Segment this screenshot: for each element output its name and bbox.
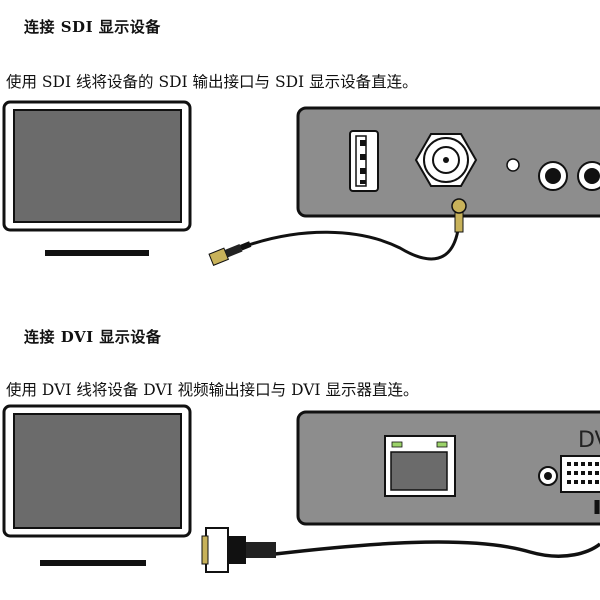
ethernet-port-icon (384, 435, 456, 497)
dvi-section-heading: 连接 DVI 显示设备 (24, 328, 162, 346)
round-port-icon (538, 161, 568, 191)
status-led-icon (506, 158, 520, 172)
sdi-bnc-cable (208, 198, 467, 266)
bnc-plug-device-end-icon (451, 198, 467, 233)
dvi-connection-diagram: DV (2, 404, 600, 573)
dvi-monitor-stand (40, 560, 146, 566)
dvi-cable (201, 500, 600, 573)
sdi-bnc-port-icon (414, 133, 478, 187)
dvi-port-icon (560, 455, 600, 493)
sdi-monitor-illustration (2, 100, 192, 256)
sdi-monitor-stand (45, 250, 149, 256)
round-port-icon (577, 161, 600, 191)
usb-port-icon (349, 130, 379, 192)
dvi-plug-icon (201, 527, 276, 573)
screw-icon (538, 466, 558, 486)
dvi-monitor-illustration (2, 404, 192, 566)
bnc-plug-monitor-end-icon (208, 241, 252, 266)
dvi-panel-label: DV (578, 428, 600, 453)
dvi-instruction-text: 使用 DVI 线将设备 DVI 视频输出接口与 DVI 显示器直连。 (6, 381, 419, 399)
sdi-device-rear-panel (296, 106, 600, 218)
sdi-instruction-text: 使用 SDI 线将设备的 SDI 输出接口与 SDI 显示设备直连。 (6, 73, 418, 91)
dvi-device-rear-panel: DV (296, 410, 600, 526)
sdi-connection-diagram (2, 100, 600, 266)
sdi-section-heading: 连接 SDI 显示设备 (24, 18, 161, 36)
